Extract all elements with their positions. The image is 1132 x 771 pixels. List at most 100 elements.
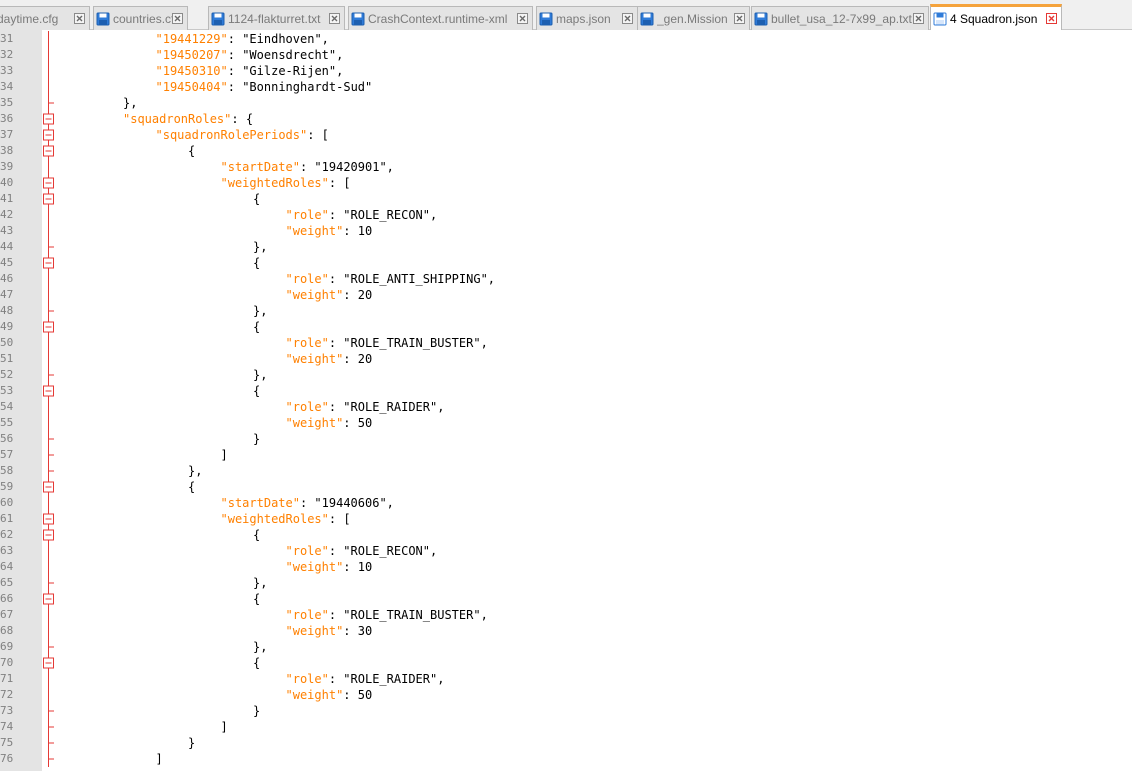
code-line[interactable]: ] [221,719,228,735]
fold-collapse-icon[interactable] [42,319,56,335]
tab-6[interactable]: _gen.Mission [637,6,750,30]
code-line[interactable]: } [188,735,195,751]
tab-5[interactable]: maps.json [536,6,638,30]
code-line[interactable]: "19441229": "Eindhoven", [156,31,329,47]
json-key: "weight" [285,416,344,430]
tab-7[interactable]: bullet_usa_12-7x99_ap.txt [751,6,929,30]
code-line[interactable]: }, [123,95,137,111]
code-line[interactable]: { [253,655,260,671]
code-line[interactable]: "role": "ROLE_TRAIN_BUSTER", [286,607,488,623]
fold-line [48,607,49,623]
code-line[interactable]: "startDate": "19420901", [221,159,394,175]
code-line[interactable]: }, [253,639,267,655]
tab-2[interactable]: countries.cfg [93,6,188,30]
code-line[interactable]: "19450207": "Woensdrecht", [156,47,344,63]
line-number: 46 [0,272,14,285]
code-line[interactable]: { [253,255,260,271]
floppy-disk-icon [754,12,768,25]
fold-collapse-icon[interactable] [42,591,56,607]
code-line[interactable]: { [188,143,195,159]
fold-collapse-icon[interactable] [42,175,56,191]
code-line[interactable]: { [253,591,260,607]
code-line[interactable]: } [253,431,260,447]
code-line[interactable]: "weight": 10 [286,559,373,575]
tab-8[interactable]: 4 Squadron.json [930,4,1062,30]
fold-collapse-icon[interactable] [42,143,56,159]
fold-collapse-icon[interactable] [42,655,56,671]
json-text: ] [220,448,228,462]
code-line[interactable]: "squadronRolePeriods": [ [156,127,329,143]
json-text: { [188,144,196,158]
tab-3[interactable]: 1124-flakturret.txt [208,6,345,30]
code-line[interactable]: "weight": 50 [286,687,373,703]
code-line[interactable]: "weightedRoles": [ [221,511,351,527]
json-key: "weight" [285,560,344,574]
code-line[interactable]: "role": "ROLE_RAIDER", [286,399,445,415]
fold-end-marker [48,367,54,383]
fold-end-marker [48,239,54,255]
code-line[interactable]: "weight": 10 [286,223,373,239]
fold-collapse-icon[interactable] [42,191,56,207]
code-line[interactable]: }, [253,575,267,591]
close-icon[interactable] [329,13,340,24]
code-line[interactable]: "weightedRoles": [ [221,175,351,191]
json-key: "role" [285,336,329,350]
line-number: 67 [0,608,14,621]
fold-line [48,271,49,287]
close-icon[interactable] [913,13,924,24]
code-line[interactable]: }, [188,463,202,479]
code-line[interactable]: { [253,319,260,335]
fold-collapse-icon[interactable] [42,127,56,143]
code-line[interactable]: "weight": 20 [286,351,373,367]
code-line[interactable]: "role": "ROLE_RECON", [286,543,438,559]
fold-margin [42,30,56,771]
fold-collapse-icon[interactable] [42,111,56,127]
json-text: }, [123,96,138,110]
json-text: : "Woensdrecht", [227,48,344,62]
code-line[interactable]: ] [221,447,228,463]
fold-collapse-icon[interactable] [42,255,56,271]
fold-line [48,671,49,687]
close-icon[interactable] [1046,13,1057,24]
code-line[interactable]: { [253,191,260,207]
close-icon[interactable] [734,13,745,24]
line-number: 64 [0,560,14,573]
json-text: { [188,480,196,494]
code-line[interactable]: ] [156,751,163,767]
json-text: : "ROLE_RECON", [328,208,438,222]
code-line[interactable]: { [253,527,260,543]
close-icon[interactable] [172,13,183,24]
fold-collapse-icon[interactable] [42,383,56,399]
line-number: 49 [0,320,14,333]
code-line[interactable]: "squadronRoles": { [123,111,253,127]
code-line[interactable]: }, [253,303,267,319]
line-number: 47 [0,288,14,301]
code-line[interactable]: { [253,383,260,399]
code-line[interactable]: "role": "ROLE_RECON", [286,207,438,223]
code-line[interactable]: }, [253,367,267,383]
code-line[interactable]: { [188,479,195,495]
code-line[interactable]: "weight": 50 [286,415,373,431]
code-line[interactable]: "role": "ROLE_RAIDER", [286,671,445,687]
code-line[interactable]: "startDate": "19440606", [221,495,394,511]
fold-collapse-icon[interactable] [42,479,56,495]
code-line[interactable]: }, [253,239,267,255]
line-number: 38 [0,144,14,157]
json-key: "role" [285,272,329,286]
fold-collapse-icon[interactable] [42,511,56,527]
code-line[interactable]: "role": "ROLE_TRAIN_BUSTER", [286,335,488,351]
tab-4[interactable]: CrashContext.runtime-xml [348,6,533,30]
line-number: 32 [0,48,14,61]
code-line[interactable]: "role": "ROLE_ANTI_SHIPPING", [286,271,496,287]
fold-collapse-icon[interactable] [42,527,56,543]
code-line[interactable]: "weight": 20 [286,287,373,303]
code-line[interactable]: "weight": 30 [286,623,373,639]
close-icon[interactable] [517,13,528,24]
code-line[interactable]: "19450310": "Gilze-Rijen", [156,63,344,79]
tab-1[interactable]: daytime.cfg [0,6,90,30]
close-icon[interactable] [74,13,85,24]
code-line[interactable]: "19450404": "Bonninghardt-Sud" [156,79,373,95]
code-line[interactable]: } [253,703,260,719]
close-icon[interactable] [622,13,633,24]
